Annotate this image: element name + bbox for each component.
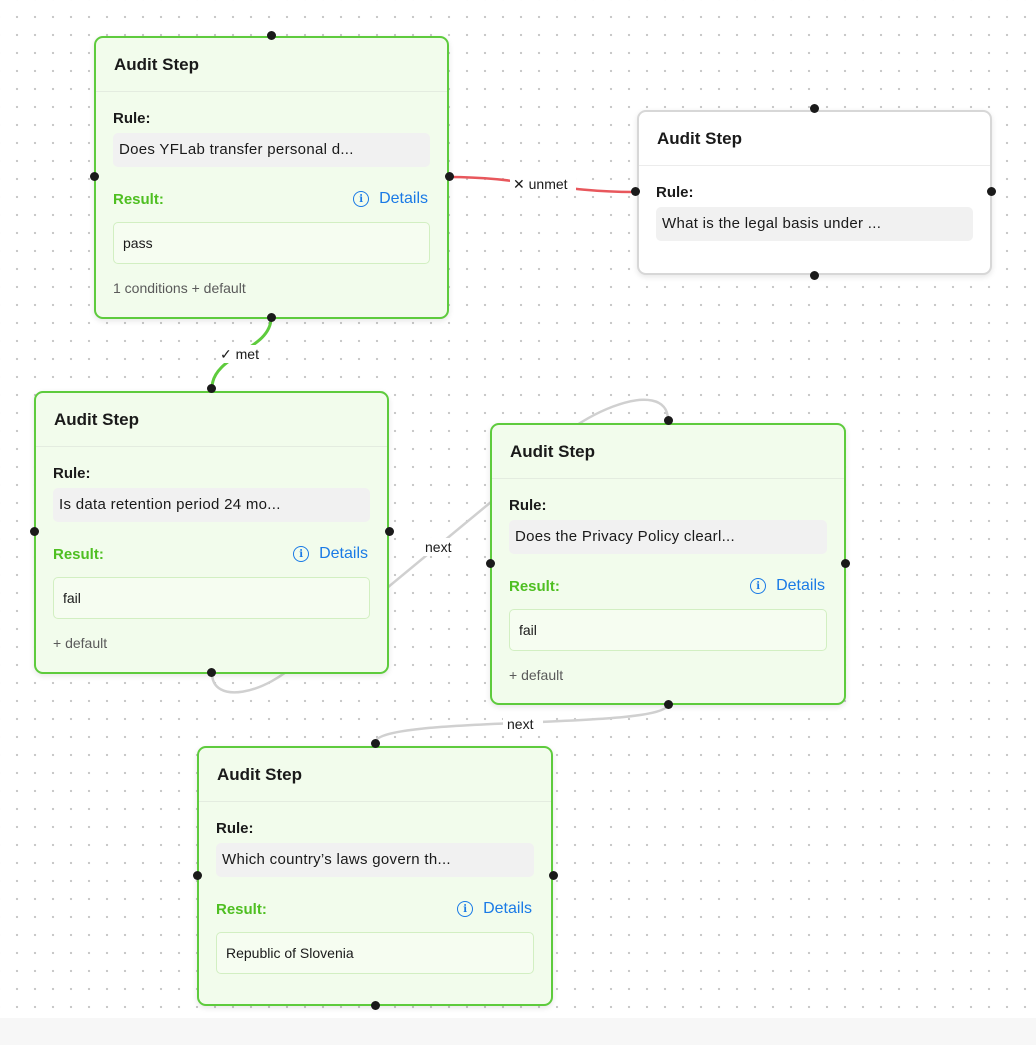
connection-handle[interactable]: [30, 527, 39, 536]
rule-label: Rule:: [216, 820, 254, 837]
details-button[interactable]: i Details: [457, 900, 532, 918]
connection-handle[interactable]: [631, 187, 640, 196]
result-label: Result:: [53, 545, 104, 563]
connection-handle[interactable]: [207, 384, 216, 393]
node-title: Audit Step: [96, 38, 447, 92]
edge-next-2-label: next: [507, 716, 534, 732]
rule-label: Rule:: [53, 465, 91, 482]
info-icon: i: [293, 546, 310, 562]
result-value: fail: [53, 577, 370, 619]
details-button[interactable]: i Details: [750, 577, 825, 595]
info-icon: i: [457, 901, 474, 917]
audit-step-node[interactable]: Audit Step Rule: Does the Privacy Policy…: [490, 423, 846, 705]
info-icon: i: [750, 578, 767, 594]
info-icon: i: [353, 191, 370, 207]
details-button[interactable]: i Details: [293, 545, 368, 563]
connection-handle[interactable]: [371, 739, 380, 748]
rule-text: Which country’s laws govern th...: [216, 843, 534, 877]
result-value: Republic of Slovenia: [216, 932, 534, 974]
node-title: Audit Step: [36, 393, 387, 447]
connection-handle[interactable]: [987, 187, 996, 196]
connection-handle[interactable]: [193, 871, 202, 880]
audit-step-node[interactable]: Audit Step Rule: What is the legal basis…: [637, 110, 992, 275]
connection-handle[interactable]: [267, 31, 276, 40]
connection-handle[interactable]: [549, 871, 558, 880]
canvas-bottom-strip: [0, 1018, 1036, 1045]
node-title: Audit Step: [492, 425, 844, 479]
audit-step-node[interactable]: Audit Step Rule: Is data retention perio…: [34, 391, 389, 674]
conditions-note: 1 conditions + default: [113, 280, 246, 296]
edge-next-1-label: next: [425, 539, 452, 555]
connection-handle[interactable]: [841, 559, 850, 568]
connection-handle[interactable]: [90, 172, 99, 181]
node-title: Audit Step: [199, 748, 551, 802]
connection-handle[interactable]: [664, 700, 673, 709]
connection-handle[interactable]: [810, 104, 819, 113]
conditions-note: + default: [53, 635, 108, 651]
rule-label: Rule:: [656, 184, 694, 201]
result-label: Result:: [216, 900, 267, 918]
details-label: Details: [483, 900, 532, 917]
audit-step-node[interactable]: Audit Step Rule: Which country’s laws go…: [197, 746, 553, 1006]
details-button[interactable]: i Details: [353, 190, 428, 208]
edge-next-2-label-bg: [503, 715, 543, 733]
result-value: pass: [113, 222, 430, 264]
connection-handle[interactable]: [445, 172, 454, 181]
connection-handle[interactable]: [371, 1001, 380, 1010]
connection-handle[interactable]: [207, 668, 216, 677]
rule-text: Does the Privacy Policy clearl...: [509, 520, 827, 554]
result-label: Result:: [113, 190, 164, 208]
edge-met-label: ✓ met: [220, 346, 259, 362]
connection-handle[interactable]: [486, 559, 495, 568]
connection-handle[interactable]: [664, 416, 673, 425]
rule-label: Rule:: [509, 497, 547, 514]
details-label: Details: [379, 190, 428, 207]
conditions-note: + default: [509, 667, 564, 683]
details-label: Details: [319, 545, 368, 562]
rule-text: Does YFLab transfer personal d...: [113, 133, 430, 167]
result-value: fail: [509, 609, 827, 651]
node-title: Audit Step: [639, 112, 990, 166]
details-label: Details: [776, 577, 825, 594]
edge-next-1-label-bg: [420, 538, 460, 556]
connection-handle[interactable]: [810, 271, 819, 280]
connection-handle[interactable]: [385, 527, 394, 536]
rule-text: What is the legal basis under ...: [656, 207, 973, 241]
edge-met-label-bg: [218, 345, 266, 363]
result-label: Result:: [509, 577, 560, 595]
edge-unmet-label: ✕ unmet: [513, 176, 568, 192]
connection-handle[interactable]: [267, 313, 276, 322]
rule-text: Is data retention period 24 mo...: [53, 488, 370, 522]
edge-unmet-label-bg: [510, 175, 576, 193]
rule-label: Rule:: [113, 110, 151, 127]
audit-step-node[interactable]: Audit Step Rule: Does YFLab transfer per…: [94, 36, 449, 319]
